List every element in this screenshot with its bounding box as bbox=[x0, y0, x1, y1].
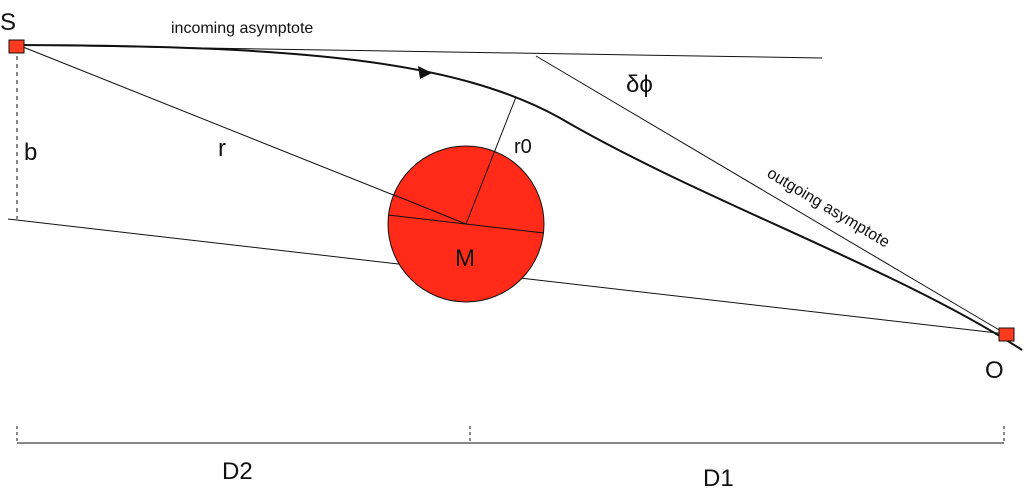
mass-label: M bbox=[455, 245, 475, 272]
r0-line bbox=[465, 96, 517, 225]
r0-label: r0 bbox=[514, 136, 532, 158]
direction-arrow-icon bbox=[418, 66, 432, 79]
impact-parameter-label: b bbox=[24, 139, 37, 166]
observer-label: O bbox=[985, 357, 1004, 384]
r-line bbox=[17, 44, 467, 225]
r-label: r bbox=[218, 135, 226, 162]
d2-label: D2 bbox=[222, 458, 253, 485]
incoming-asymptote-label: incoming asymptote bbox=[171, 20, 313, 37]
observer-marker bbox=[998, 327, 1015, 342]
source-marker bbox=[8, 39, 25, 54]
r-line-over-mass bbox=[393, 194, 467, 225]
deflection-angle-label: δϕ bbox=[626, 71, 653, 98]
light-path bbox=[17, 44, 1023, 351]
outgoing-asymptote-label: outgoing asymptote bbox=[764, 165, 893, 252]
d1-label: D1 bbox=[703, 465, 734, 489]
outgoing-asymptote-line bbox=[535, 55, 1007, 335]
source-label: S bbox=[0, 9, 16, 36]
